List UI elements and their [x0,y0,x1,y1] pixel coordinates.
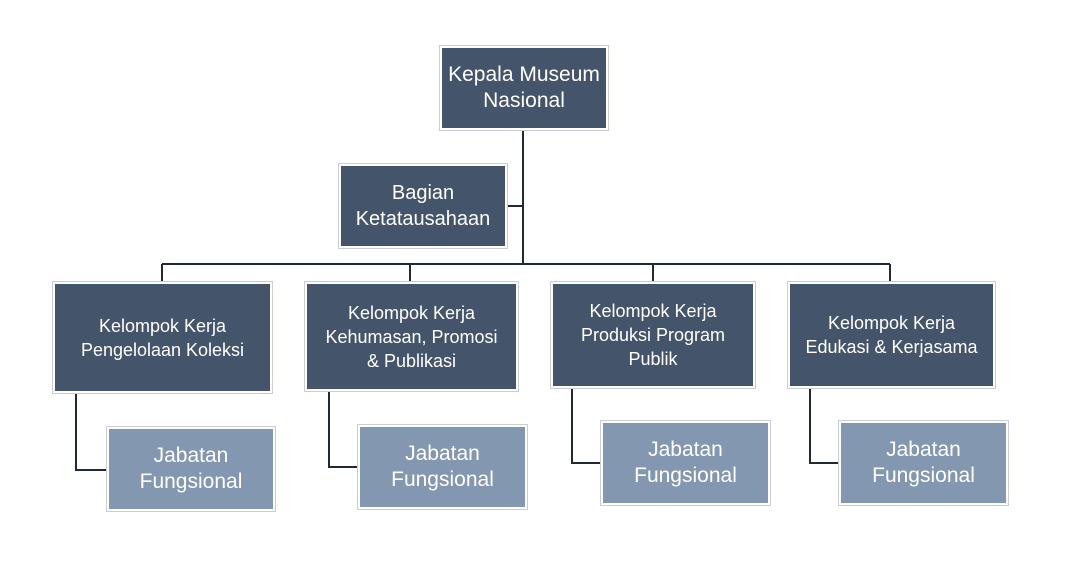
sub-label-3: Jabatan Fungsional [634,438,737,487]
group-label-4: Kelompok Kerja Edukasi & Kerjasama [805,313,978,357]
elbow-line-3 [571,387,603,464]
group-box-2: Kelompok Kerja Kehumasan, Promosi & Publ… [305,282,518,391]
sub-label-2: Jabatan Fungsional [391,442,494,491]
sub-box-2: Jabatan Fungsional [358,425,527,509]
sub-box-4: Jabatan Fungsional [839,421,1008,505]
group-box-3: Kelompok Kerja Produksi Program Publik [551,282,755,388]
group-label-1: Kelompok Kerja Pengelolaan Koleksi [80,315,245,360]
elbow-line-2 [328,390,360,468]
sub-box-3: Jabatan Fungsional [601,421,770,505]
staff-box: Bagian Ketatausahaan [339,164,507,248]
group-label-3: Kelompok Kerja Produksi Program Publik [580,301,726,369]
sub-label-1: Jabatan Fungsional [139,444,243,493]
head-box: Kepala Museum Nasional [440,46,608,130]
sub-label-4: Jabatan Fungsional [872,438,975,487]
head-label: Kepala Museum Nasional [448,63,600,112]
elbow-line-1 [75,392,108,471]
group-box-4: Kelompok Kerja Edukasi & Kerjasama [788,282,995,388]
group-label-2: Kelompok Kerja Kehumasan, Promosi & Publ… [325,302,498,371]
group-box-1: Kelompok Kerja Pengelolaan Koleksi [53,282,272,393]
elbow-line-4 [809,387,841,464]
sub-box-1: Jabatan Fungsional [107,427,275,511]
staff-label: Bagian Ketatausahaan [355,182,491,230]
